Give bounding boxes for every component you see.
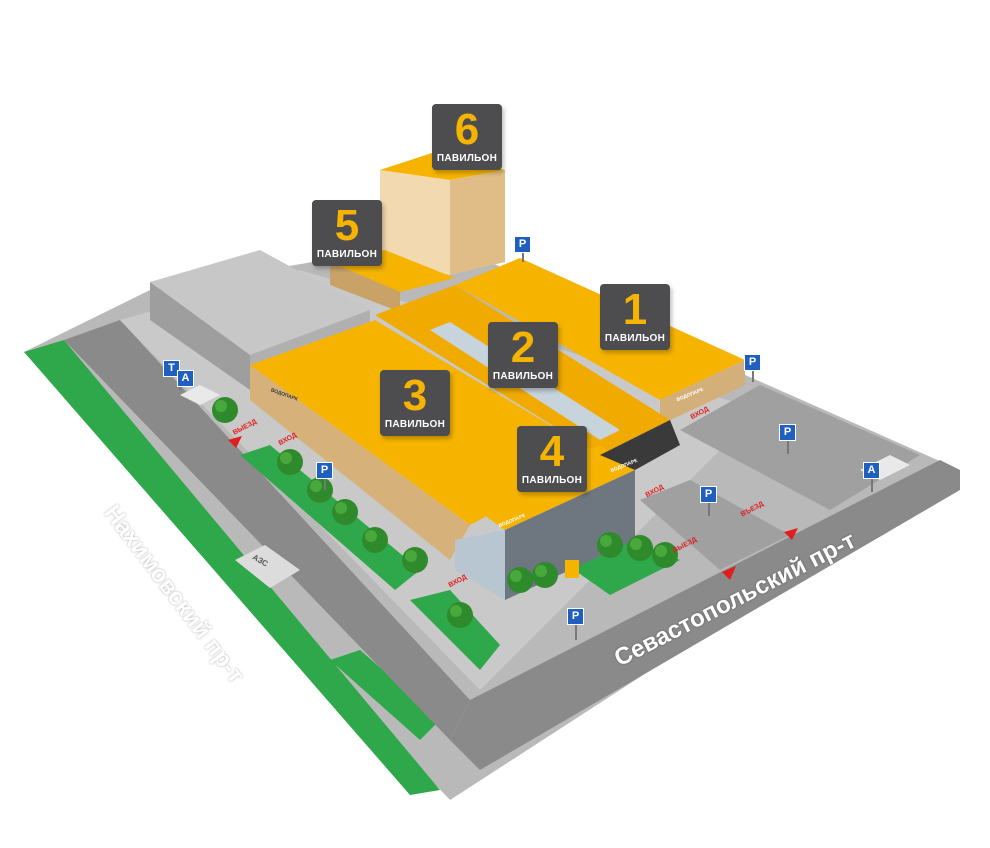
pavilion-3-label[interactable]: 3 ПАВИЛЬОН <box>380 370 450 436</box>
pavilion-5-word: ПАВИЛЬОН <box>316 249 378 260</box>
arrow-exit-nakhimovsky <box>228 436 242 448</box>
pavilion-1-label[interactable]: 1 ПАВИЛЬОН <box>600 284 670 350</box>
parking-icon: P <box>779 424 796 441</box>
tree-highlight <box>335 502 347 514</box>
pav-1-wall <box>660 360 745 425</box>
parking-lot-right <box>680 385 920 510</box>
pavilion-2-number: 2 <box>510 323 536 372</box>
tree-highlight <box>280 452 292 464</box>
pavilion-2-word: ПАВИЛЬОН <box>492 371 554 382</box>
grass-left <box>240 445 420 590</box>
parking-pole <box>324 476 326 490</box>
gray-hall-wall <box>150 282 250 390</box>
pav-4-entrance <box>565 560 579 578</box>
tree-highlight <box>655 545 667 557</box>
arrow-entry-sevastopolsky <box>784 528 798 540</box>
bus-stop-a-icon: A <box>863 462 880 479</box>
pavilion-5-label[interactable]: 5 ПАВИЛЬОН <box>312 200 382 266</box>
road-nakhimovsky <box>64 320 470 740</box>
gas-station <box>235 545 300 588</box>
pavilion-3-number: 3 <box>402 371 428 420</box>
tree-highlight <box>310 480 322 492</box>
pav-4-glass <box>455 530 505 600</box>
tree-highlight <box>365 530 377 542</box>
tree-highlight <box>510 570 522 582</box>
tower-6-front <box>380 170 450 275</box>
pavilion-3-word: ПАВИЛЬОН <box>384 419 446 430</box>
bus-stop-a-icon: A <box>177 370 194 387</box>
kiosk-t <box>180 385 220 405</box>
pav-4-wing <box>600 420 680 470</box>
bus-stop-pole <box>871 476 873 492</box>
pav-5-wall <box>330 262 400 312</box>
pavilion-5-number: 5 <box>334 201 360 250</box>
tower-6-side <box>450 170 505 275</box>
pavilion-4-word: ПАВИЛЬОН <box>521 475 583 486</box>
tree-highlight <box>630 538 642 550</box>
tram-stop-icon: T <box>163 360 180 377</box>
green-strip <box>24 340 440 795</box>
tree-highlight <box>600 535 612 547</box>
pavilion-1-number: 1 <box>622 285 648 334</box>
parking-lot-lower <box>640 480 790 570</box>
parking-icon: P <box>514 236 531 253</box>
gray-hall-roof <box>150 250 370 355</box>
pavilion-2-label[interactable]: 2 ПАВИЛЬОН <box>488 322 558 388</box>
trees <box>212 397 678 628</box>
parking-icon: P <box>700 486 717 503</box>
pavilion-4-label[interactable]: 4 ПАВИЛЬОН <box>517 426 587 492</box>
pavilion-6-number: 6 <box>454 105 480 154</box>
parking-pole <box>522 250 524 262</box>
pavilion-1-word: ПАВИЛЬОН <box>604 333 666 344</box>
grass-bottom <box>410 590 500 670</box>
tree-highlight <box>405 550 417 562</box>
tree-highlight <box>535 565 547 577</box>
tree-highlight <box>215 400 227 412</box>
parking-icon: P <box>567 608 584 625</box>
pavilion-4-number: 4 <box>539 427 565 476</box>
road-sevastopolsky <box>450 460 960 770</box>
parking-pole <box>708 500 710 516</box>
green-strip-lower <box>330 650 440 740</box>
tree-highlight <box>450 605 462 617</box>
parking-icon: P <box>744 354 761 371</box>
pavilion-6-label[interactable]: 6 ПАВИЛЬОН <box>432 104 502 170</box>
arrow-exit-sevastopolsky <box>722 566 736 580</box>
pav-3-wall <box>250 365 470 560</box>
pavilion-6-word: ПАВИЛЬОН <box>436 153 498 164</box>
parking-pole <box>575 622 577 640</box>
parking-pole <box>752 368 754 382</box>
parking-icon: P <box>316 462 333 479</box>
parking-pole <box>787 438 789 454</box>
